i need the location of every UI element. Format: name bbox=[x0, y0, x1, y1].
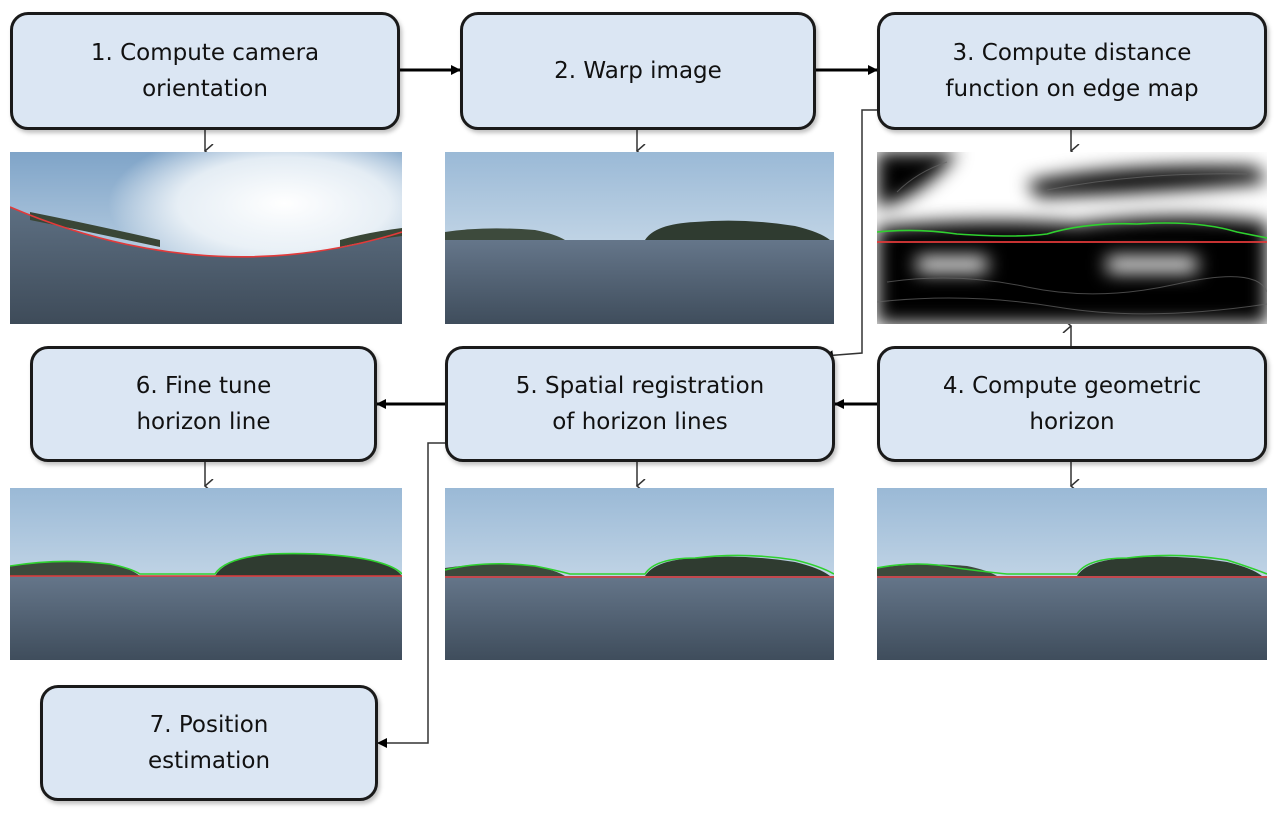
registration-image bbox=[445, 488, 834, 660]
step-4-box: 4. Compute geometric horizon bbox=[877, 346, 1267, 462]
arrow-5-to-7 bbox=[377, 442, 445, 748]
fisheye-image bbox=[10, 152, 402, 324]
geometric-horizon-image bbox=[877, 488, 1267, 660]
edge-map-image bbox=[877, 152, 1267, 324]
warped-image bbox=[445, 152, 834, 324]
fine-tuned-image bbox=[10, 488, 402, 660]
step-1-box: 1. Compute camera orientation bbox=[10, 12, 400, 130]
step-6-box: 6. Fine tune horizon line bbox=[30, 346, 377, 462]
step-7-box: 7. Position estimation bbox=[40, 685, 378, 801]
step-2-box: 2. Warp image bbox=[460, 12, 816, 130]
step-3-box: 3. Compute distance function on edge map bbox=[877, 12, 1267, 130]
arrow-3-to-5 bbox=[823, 109, 877, 361]
step-5-box: 5. Spatial registration of horizon lines bbox=[445, 346, 835, 462]
